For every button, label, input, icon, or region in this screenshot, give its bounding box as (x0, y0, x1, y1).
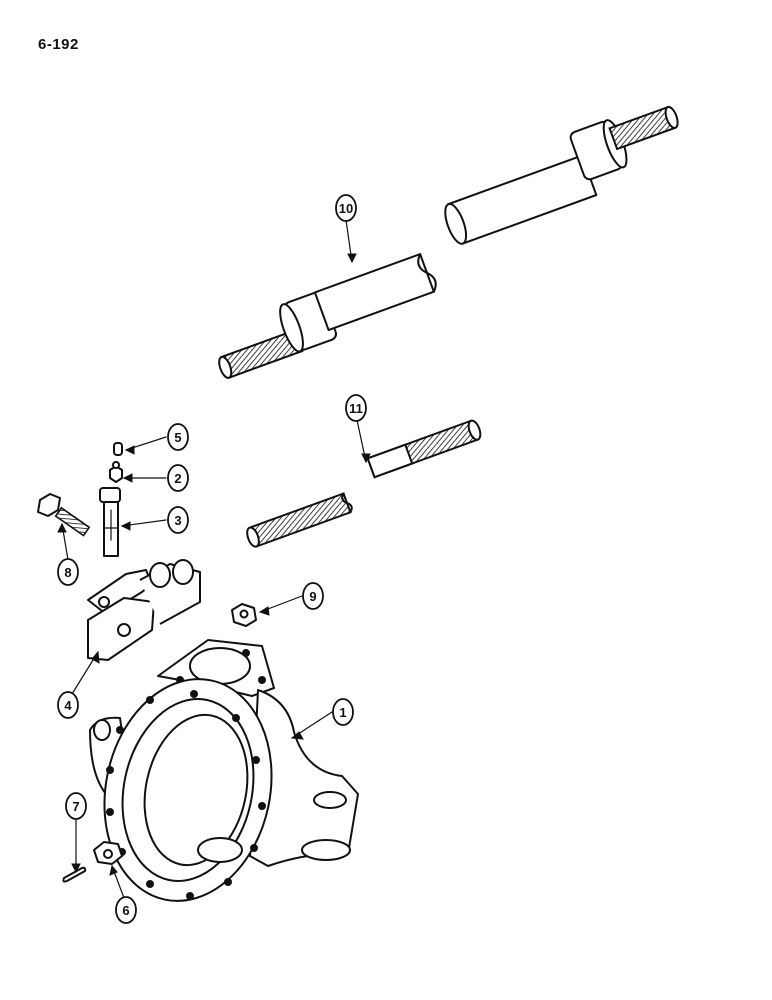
callout-3: 3 (167, 506, 189, 534)
callout-11: 11 (345, 394, 367, 422)
callout-5-label: 5 (174, 430, 181, 445)
callout-8: 8 (57, 558, 79, 586)
callout-1-label: 1 (339, 705, 346, 720)
callout-10-label: 10 (339, 201, 353, 216)
leader-lines (57, 219, 371, 899)
ring-bolt-holes (106, 690, 266, 900)
callout-6: 6 (115, 896, 137, 924)
callout-3-label: 3 (174, 513, 181, 528)
callout-11-label: 11 (349, 401, 363, 416)
callout-4-label: 4 (64, 698, 72, 713)
king-pin-part-3 (99, 487, 121, 557)
callout-7-label: 7 (72, 799, 79, 814)
callout-9-label: 9 (309, 589, 316, 604)
callout-7: 7 (65, 792, 87, 820)
cotter-pin-part-7 (62, 866, 87, 883)
callout-8-label: 8 (64, 565, 71, 580)
grease-fitting-part-2 (109, 461, 123, 483)
nut-part-9 (231, 603, 257, 627)
steering-knuckle-housing-part-1 (89, 639, 359, 902)
callout-6-label: 6 (122, 903, 129, 918)
roll-pin-part-5 (113, 442, 123, 456)
callout-1: 1 (332, 698, 354, 726)
steering-arm-clevis-part-4 (87, 559, 201, 661)
callout-4: 4 (57, 691, 79, 719)
callout-2: 2 (167, 464, 189, 492)
callout-5: 5 (167, 423, 189, 451)
callout-2-label: 2 (174, 471, 181, 486)
bolt-part-8 (37, 493, 91, 537)
threaded-rod-part-11 (246, 419, 482, 548)
castle-nut-part-6 (93, 841, 123, 865)
callout-10: 10 (335, 194, 357, 222)
tie-rod-tube-part-10 (218, 105, 679, 379)
callout-9: 9 (302, 582, 324, 610)
page-number: 6-192 (38, 36, 79, 53)
